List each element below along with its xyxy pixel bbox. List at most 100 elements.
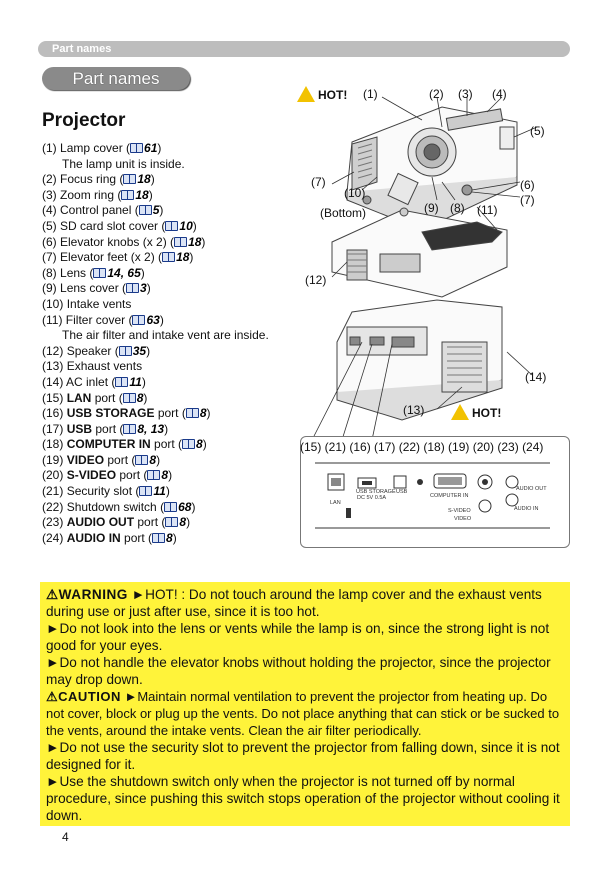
book-icon (132, 314, 146, 325)
part-port-name: LAN (66, 390, 92, 405)
parts-list-item: (23) AUDIO OUT port (8) (42, 515, 302, 531)
usb-port-label: USB (396, 489, 408, 495)
page-reference: 8 (161, 468, 169, 483)
book-icon (182, 439, 196, 450)
parts-list-item: (6) Elevator knobs (x 2) (18) (42, 235, 302, 251)
page-reference: 63 (146, 312, 160, 327)
book-icon (115, 376, 129, 387)
usb-storage-port-label: USB STORAGE (356, 489, 396, 495)
book-icon (138, 205, 152, 216)
part-number: (4) (42, 203, 57, 218)
part-number: (8) (42, 265, 57, 280)
parts-list-item: (17) USB port (8, 13) (42, 422, 302, 438)
parts-list-item: (19) VIDEO port (8) (42, 453, 302, 469)
part-close: ) (143, 390, 148, 405)
page-reference: 8 (149, 452, 157, 467)
parts-list-item: (9) Lens cover (3) (42, 281, 302, 297)
callout-3: (3) (458, 87, 473, 101)
caution-ventilation-paragraph: ⚠CAUTION ►Maintain normal ventilation to… (40, 688, 570, 739)
part-number: (17) (42, 421, 64, 436)
warning-hot-text: ►HOT! : Do not touch around the lamp cov… (46, 587, 542, 619)
part-close: ) (165, 484, 170, 499)
part-number: (19) (42, 452, 64, 467)
part-close: ) (148, 187, 153, 202)
connector-panel (300, 436, 570, 548)
part-close: ) (159, 312, 164, 327)
page-reference: 8, 13 (137, 421, 165, 436)
parts-list: (1) Lamp cover (61)The lamp unit is insi… (42, 141, 302, 546)
page-reference: 35 (132, 343, 147, 358)
page-title: Projector (42, 110, 126, 131)
page-reference: 11 (129, 374, 142, 389)
page-reference: 61 (144, 141, 158, 155)
warning-box: ⚠WARNING ►HOT! : Do not touch around the… (40, 582, 570, 826)
parts-list-item: (4) Control panel (5) (42, 203, 302, 219)
part-number: (5) (42, 218, 57, 233)
parts-list-item: (3) Zoom ring (18) (42, 188, 302, 204)
page-reference: 8 (199, 406, 207, 421)
hot-label: HOT! (318, 88, 348, 102)
page-reference: 18 (135, 187, 149, 202)
part-port-name: AUDIO OUT (66, 515, 135, 530)
part-close: ) (172, 530, 177, 545)
book-icon (135, 454, 149, 465)
book-icon (93, 267, 107, 278)
part-number: (16) (42, 406, 64, 421)
caution-label: ⚠CAUTION (46, 689, 121, 704)
parts-list-item: (22) Shutdown switch (68) (42, 500, 302, 516)
part-number: (1) (42, 141, 57, 155)
section-pill: Part names (42, 67, 190, 90)
callout-12: (12) (305, 273, 327, 287)
svideo-port-label: S-VIDEO (448, 508, 471, 514)
bottom-label: (Bottom) (320, 206, 367, 220)
part-name: Focus ring ( (60, 172, 124, 187)
chapter-header-label: Part names (52, 43, 112, 55)
book-icon (152, 532, 166, 543)
parts-list-item: (8) Lens (14, 65) (42, 266, 302, 282)
chapter-header-bar: Part names (38, 41, 570, 57)
part-name: port ( (134, 515, 166, 530)
part-name: Control panel ( (60, 203, 139, 218)
parts-list-item: (13) Exhaust vents (42, 359, 302, 375)
page-reference: 8 (196, 437, 203, 452)
part-name: Filter cover ( (65, 312, 133, 327)
callout-7b: (7) (520, 193, 535, 207)
hot-warning-icon (297, 86, 315, 102)
page-reference: 3 (140, 281, 147, 296)
part-name: port ( (150, 437, 183, 452)
part-port-name: USB (66, 421, 93, 436)
part-number: (7) (42, 250, 57, 265)
callout-1: (1) (363, 87, 378, 101)
part-close: ) (156, 452, 161, 467)
part-number: (12) (42, 343, 64, 358)
part-name: Lens cover ( (60, 281, 127, 296)
port-callouts: (15) (21) (16) (17) (22) (18) (19) (20) … (300, 440, 544, 454)
caution-security-paragraph: ►Do not use the security slot to prevent… (46, 740, 560, 772)
book-icon (118, 345, 132, 356)
part-number: (20) (42, 468, 64, 483)
page-reference: 5 (152, 203, 160, 218)
part-close: ) (191, 499, 196, 514)
part-number: (21) (42, 484, 64, 499)
part-close: ) (141, 374, 146, 389)
audio-out-port-label: AUDIO OUT (516, 486, 547, 492)
part-number: (22) (42, 499, 64, 514)
page-reference: 8 (179, 515, 187, 530)
book-icon (126, 283, 140, 294)
page-reference: 11 (153, 484, 166, 499)
parts-list-item: (12) Speaker (35) (42, 344, 302, 360)
warning-label: ⚠WARNING (46, 587, 128, 602)
callout-10: (10) (344, 186, 366, 200)
part-number: (3) (42, 187, 57, 202)
parts-list-item: (11) Filter cover (63) (42, 313, 302, 329)
part-name: Elevator knobs (x 2) ( (60, 234, 175, 249)
dc-rating-label: DC 5V 0.5A (357, 495, 387, 501)
part-port-name: S-VIDEO (66, 468, 117, 483)
part-close: ) (168, 468, 173, 483)
hot-warning-icon (451, 404, 469, 420)
book-icon (139, 486, 153, 497)
book-icon (130, 143, 144, 153)
warning-hot-paragraph: ⚠WARNING ►HOT! : Do not touch around the… (40, 582, 570, 620)
parts-list-item: (2) Focus ring (18) (42, 172, 302, 188)
part-number: (9) (42, 281, 57, 296)
